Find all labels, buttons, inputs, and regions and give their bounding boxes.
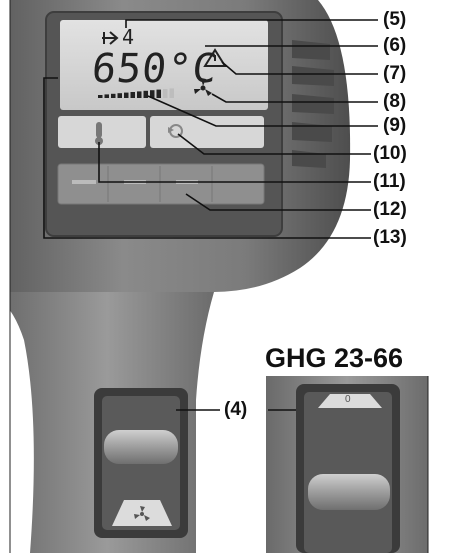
leader-lines	[43, 19, 378, 411]
callout-8: (8)	[381, 91, 409, 113]
warning-icon	[203, 48, 227, 67]
button-right	[150, 116, 264, 148]
fan-symbol-icon	[134, 506, 150, 521]
bar-segment	[163, 89, 168, 98]
main-switch-rocker	[104, 430, 178, 464]
lcd-air-level: 4	[122, 25, 135, 49]
bar-segment	[169, 88, 174, 98]
callout-10: (10)	[371, 143, 409, 165]
callout-7: (7)	[381, 63, 409, 85]
callout-6: (6)	[381, 35, 409, 57]
bar-segment	[143, 90, 148, 98]
inset-switch-rocker	[308, 474, 390, 510]
temperature-bar-graph	[98, 88, 174, 98]
bar-segment	[98, 95, 103, 98]
bar-segment	[150, 90, 155, 98]
bar-segment	[156, 89, 161, 98]
bar-segment	[117, 93, 122, 98]
lcd-temperature: 650°C	[89, 46, 220, 92]
air-level-arrow-icon	[102, 31, 119, 45]
callout-12: (12)	[371, 199, 409, 221]
bar-segment	[104, 94, 109, 98]
bar-segment	[130, 92, 135, 98]
zero-marking: 0	[345, 394, 351, 405]
bar-segment	[124, 92, 129, 98]
callout-11: (11)	[371, 171, 408, 193]
bar-segment	[137, 91, 142, 98]
callout-4: (4)	[222, 399, 250, 421]
model-title: GHG 23-66	[262, 342, 407, 374]
callout-5: (5)	[381, 9, 409, 31]
grip-ribs	[292, 40, 334, 168]
memory-fan-icon	[168, 124, 183, 138]
callout-9: (9)	[381, 115, 409, 137]
fan-icon	[194, 78, 212, 96]
zero-marking-plate	[318, 394, 382, 408]
callout-13: (13)	[371, 227, 409, 249]
thermometer-icon	[95, 122, 103, 145]
bar-segment	[111, 93, 116, 98]
